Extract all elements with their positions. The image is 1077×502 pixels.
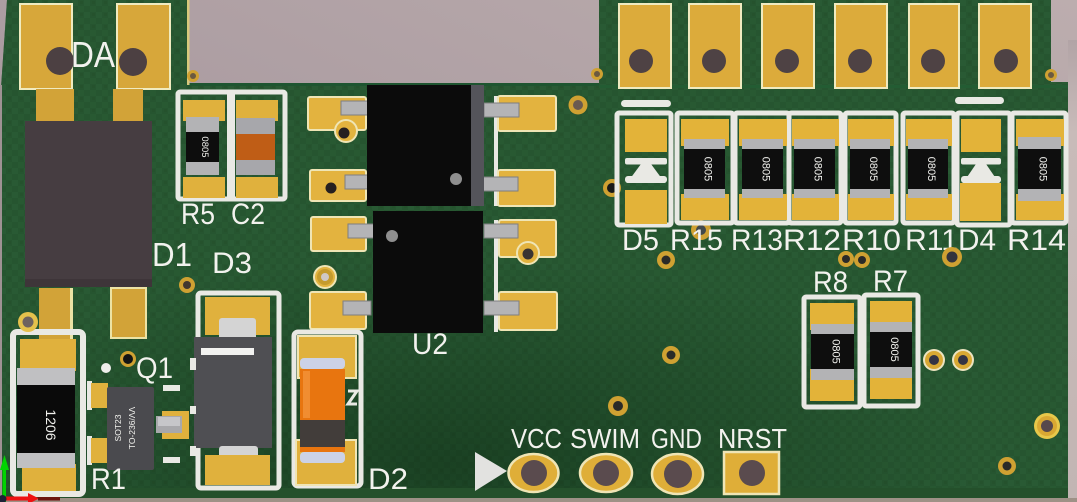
svg-text:0805: 0805 (702, 157, 714, 181)
svg-text:1206: 1206 (43, 409, 59, 440)
svg-text:0805: 0805 (812, 157, 824, 181)
svg-text:TO-236/ΛΛ: TO-236/ΛΛ (127, 406, 137, 449)
svg-text:R12: R12 (783, 224, 841, 257)
svg-text:U2: U2 (412, 328, 448, 361)
svg-text:R13: R13 (731, 224, 783, 257)
svg-text:GND: GND (651, 423, 702, 454)
svg-text:Q1: Q1 (136, 352, 173, 385)
svg-text:R15: R15 (670, 224, 723, 257)
svg-text:R8: R8 (813, 266, 848, 299)
svg-text:R14: R14 (1007, 224, 1066, 257)
svg-text:0805: 0805 (760, 157, 772, 181)
svg-text:VCC: VCC (511, 423, 562, 454)
svg-text:SWIM: SWIM (570, 423, 640, 454)
svg-text:R10: R10 (842, 224, 901, 257)
svg-text:D1: D1 (152, 236, 192, 273)
svg-text:0805: 0805 (1037, 157, 1049, 181)
svg-text:D5: D5 (622, 224, 659, 257)
svg-text:R1: R1 (91, 463, 126, 496)
svg-text:SOT23: SOT23 (113, 414, 123, 441)
svg-text:0805: 0805 (199, 136, 210, 157)
svg-text:D3: D3 (212, 247, 252, 280)
svg-text:DA: DA (71, 34, 115, 75)
svg-text:C2: C2 (231, 198, 265, 231)
svg-text:0805: 0805 (867, 157, 879, 181)
svg-text:0805: 0805 (830, 339, 842, 363)
svg-text:D2: D2 (368, 463, 408, 496)
svg-text:0805: 0805 (925, 157, 937, 181)
svg-text:R5: R5 (181, 198, 215, 231)
svg-text:D4: D4 (958, 224, 996, 257)
svg-text:NRST: NRST (718, 423, 787, 454)
svg-text:0805: 0805 (888, 337, 900, 361)
